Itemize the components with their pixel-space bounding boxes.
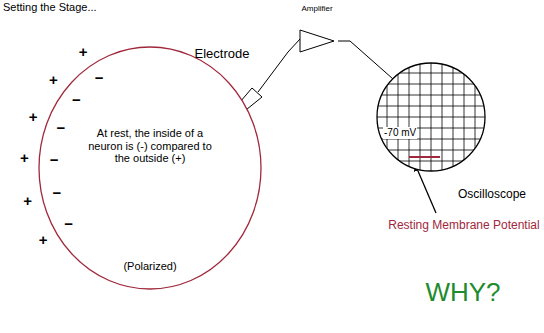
scope-grid (376, 62, 486, 172)
positive-charge: + (20, 150, 29, 167)
positive-charge: + (39, 232, 48, 249)
amplifier-label: Amplifier (301, 4, 332, 13)
scope-screen (377, 63, 485, 171)
negative-charge: − (57, 120, 66, 137)
negative-charge: − (50, 152, 59, 169)
electrode-wire (258, 39, 300, 92)
electrode-label: Electrode (195, 47, 250, 61)
positive-charge: + (49, 72, 58, 89)
trace-line (409, 156, 440, 158)
oscilloscope: -70 mVOscilloscope (376, 62, 486, 172)
question-label: WHY? (425, 278, 500, 307)
node-outline (376, 62, 486, 172)
negative-charge: − (64, 216, 73, 233)
cell-membrane (39, 47, 261, 289)
signal-wire (338, 41, 393, 79)
negative-charge: − (72, 92, 81, 109)
potential-label: Resting Membrane Potential (388, 219, 539, 232)
voltage-reading: -70 mV (383, 127, 417, 139)
neuron-cell: At rest, the inside of a neuron is (-) c… (38, 46, 262, 290)
amplifier: Amplifier (296, 4, 340, 52)
negative-charge: − (52, 185, 61, 202)
page-title: Setting the Stage... (3, 1, 97, 13)
positive-charge: + (79, 44, 88, 61)
cell-state: (Polarized) (123, 260, 176, 273)
positive-charge: + (29, 109, 38, 126)
negative-charge: − (95, 70, 104, 87)
positive-charge: + (23, 193, 32, 210)
node-outline (38, 46, 262, 290)
cell-note: At rest, the inside of a neuron is (-) c… (88, 127, 212, 165)
amplifier-symbol (300, 30, 334, 52)
oscilloscope-label: Oscilloscope (458, 188, 526, 202)
